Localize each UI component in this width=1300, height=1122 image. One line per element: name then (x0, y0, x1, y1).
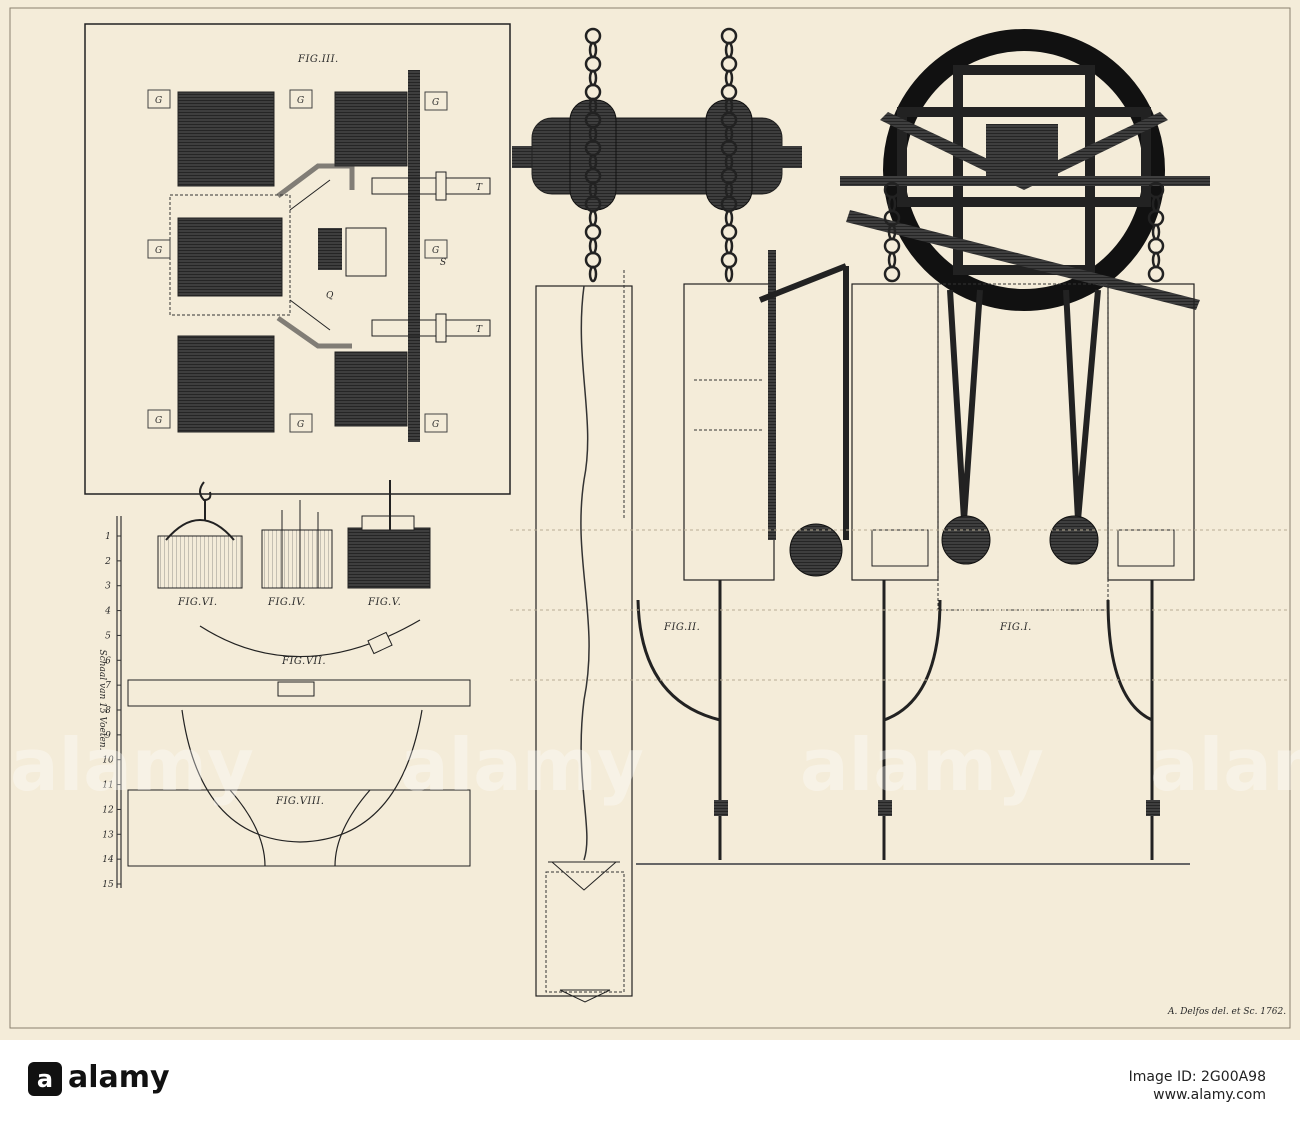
chain-link (720, 251, 738, 269)
alamy-url: www.alamy.com (1153, 1087, 1266, 1103)
long-shaft-column (535, 270, 633, 1003)
scale-tick-label: 4 (104, 607, 111, 617)
scale-tick-label: 1 (105, 532, 111, 542)
svg-text:G: G (155, 246, 162, 256)
fig7-label: FIG.VII. (281, 656, 326, 667)
chain-link (720, 55, 738, 73)
scale-tick-label: 12 (102, 805, 114, 815)
chain-link (1151, 251, 1161, 269)
scale-tick-label: 13 (102, 830, 114, 840)
fig5-box: FIG.V. (347, 480, 431, 608)
chain-link (584, 27, 602, 45)
svg-text:G: G (155, 416, 162, 426)
chain-link (588, 69, 598, 87)
chain-link (724, 41, 734, 59)
chain-link (584, 55, 602, 73)
fig6-basket: FIG.VI. (157, 481, 243, 608)
scale-tick-label: 2 (104, 557, 111, 567)
scale-tick-label: 10 (102, 756, 114, 766)
chain-link (588, 265, 598, 283)
svg-text:alamy: alamy (1150, 723, 1300, 807)
drum-windlass (512, 99, 802, 211)
scale-tick-label: 7 (105, 681, 111, 691)
fig3-label: FIG.III. (297, 54, 339, 65)
svg-text:alamy: alamy (10, 723, 254, 807)
fig7-arc: FIG.VII. (127, 619, 471, 707)
chain-link (883, 265, 901, 283)
chain-link (883, 237, 901, 255)
svg-text:T: T (476, 183, 483, 193)
wheel-chains (883, 181, 1165, 283)
chain-link (720, 223, 738, 241)
chain-link (1151, 223, 1161, 241)
chain-link (584, 223, 602, 241)
svg-text:G: G (155, 96, 162, 106)
fig8-label: FIG.VIII. (275, 796, 324, 807)
construction-lines (510, 529, 1290, 681)
fig8-section: FIG.VIII. (127, 709, 471, 867)
svg-text:Q: Q (326, 291, 334, 301)
chain-link (588, 209, 598, 227)
chain-link (584, 83, 602, 101)
svg-text:alamy: alamy (800, 723, 1044, 807)
fig2-machine: FIG.II. (636, 250, 849, 860)
scale-title: Schaal van 15 Voeten. (97, 650, 107, 751)
scale-tick-label: 3 (105, 582, 111, 592)
chain-link (720, 27, 738, 45)
scale-tick-label: 8 (105, 706, 111, 716)
fig4-label: FIG.IV. (267, 597, 306, 608)
svg-text:G: G (432, 98, 439, 108)
svg-text:G: G (432, 246, 439, 256)
scale-tick-label: 14 (102, 855, 114, 865)
fig2-label: FIG.II. (663, 622, 700, 633)
footer-info: Image ID: 2G00A98 www.alamy.com (1129, 1068, 1266, 1104)
chain-link (724, 69, 734, 87)
fig1-label: FIG.I. (999, 622, 1032, 633)
chain-link (724, 265, 734, 283)
chain-link (584, 251, 602, 269)
chain-link (887, 251, 897, 269)
scale-tick-label: 15 (102, 880, 114, 890)
drum-chains (584, 27, 738, 283)
svg-text:G: G (297, 420, 304, 430)
footer-strip (0, 1040, 1300, 1122)
scale-bar (116, 516, 122, 888)
chain-link (1147, 237, 1165, 255)
scale-tick-label: 6 (105, 656, 111, 666)
svg-text:G: G (297, 96, 304, 106)
plate-border (9, 7, 1291, 1029)
fig3-plan: G G G G G G G G T T S Q FIG.III. (84, 23, 511, 495)
chain-link (1147, 265, 1165, 283)
scale-tick-label: 9 (105, 731, 111, 741)
fig4-vessel: FIG.IV. (261, 500, 333, 608)
chain-link (720, 83, 738, 101)
chain-link (724, 237, 734, 255)
scale-tick-label: 5 (105, 631, 111, 641)
scale-tick-label: 11 (102, 781, 113, 791)
fig1-machine: FIG.I. (636, 29, 1210, 865)
alamy-watermark: alamy alamy alamy alamy (10, 723, 1300, 807)
engraver-signature: A. Delfos del. et Sc. 1762. (1167, 1007, 1286, 1017)
fig6-label: FIG.VI. (177, 597, 218, 608)
svg-text:S: S (440, 258, 446, 268)
chain-link (588, 237, 598, 255)
chain-link (724, 209, 734, 227)
svg-text:G: G (432, 420, 439, 430)
svg-text:alamy: alamy (400, 723, 644, 807)
fig5-label: FIG.V. (367, 597, 401, 608)
image-id: Image ID: 2G00A98 (1128, 1069, 1266, 1085)
alamy-logo-icon: a (28, 1061, 62, 1096)
svg-text:T: T (476, 325, 483, 335)
chain-link (588, 41, 598, 59)
